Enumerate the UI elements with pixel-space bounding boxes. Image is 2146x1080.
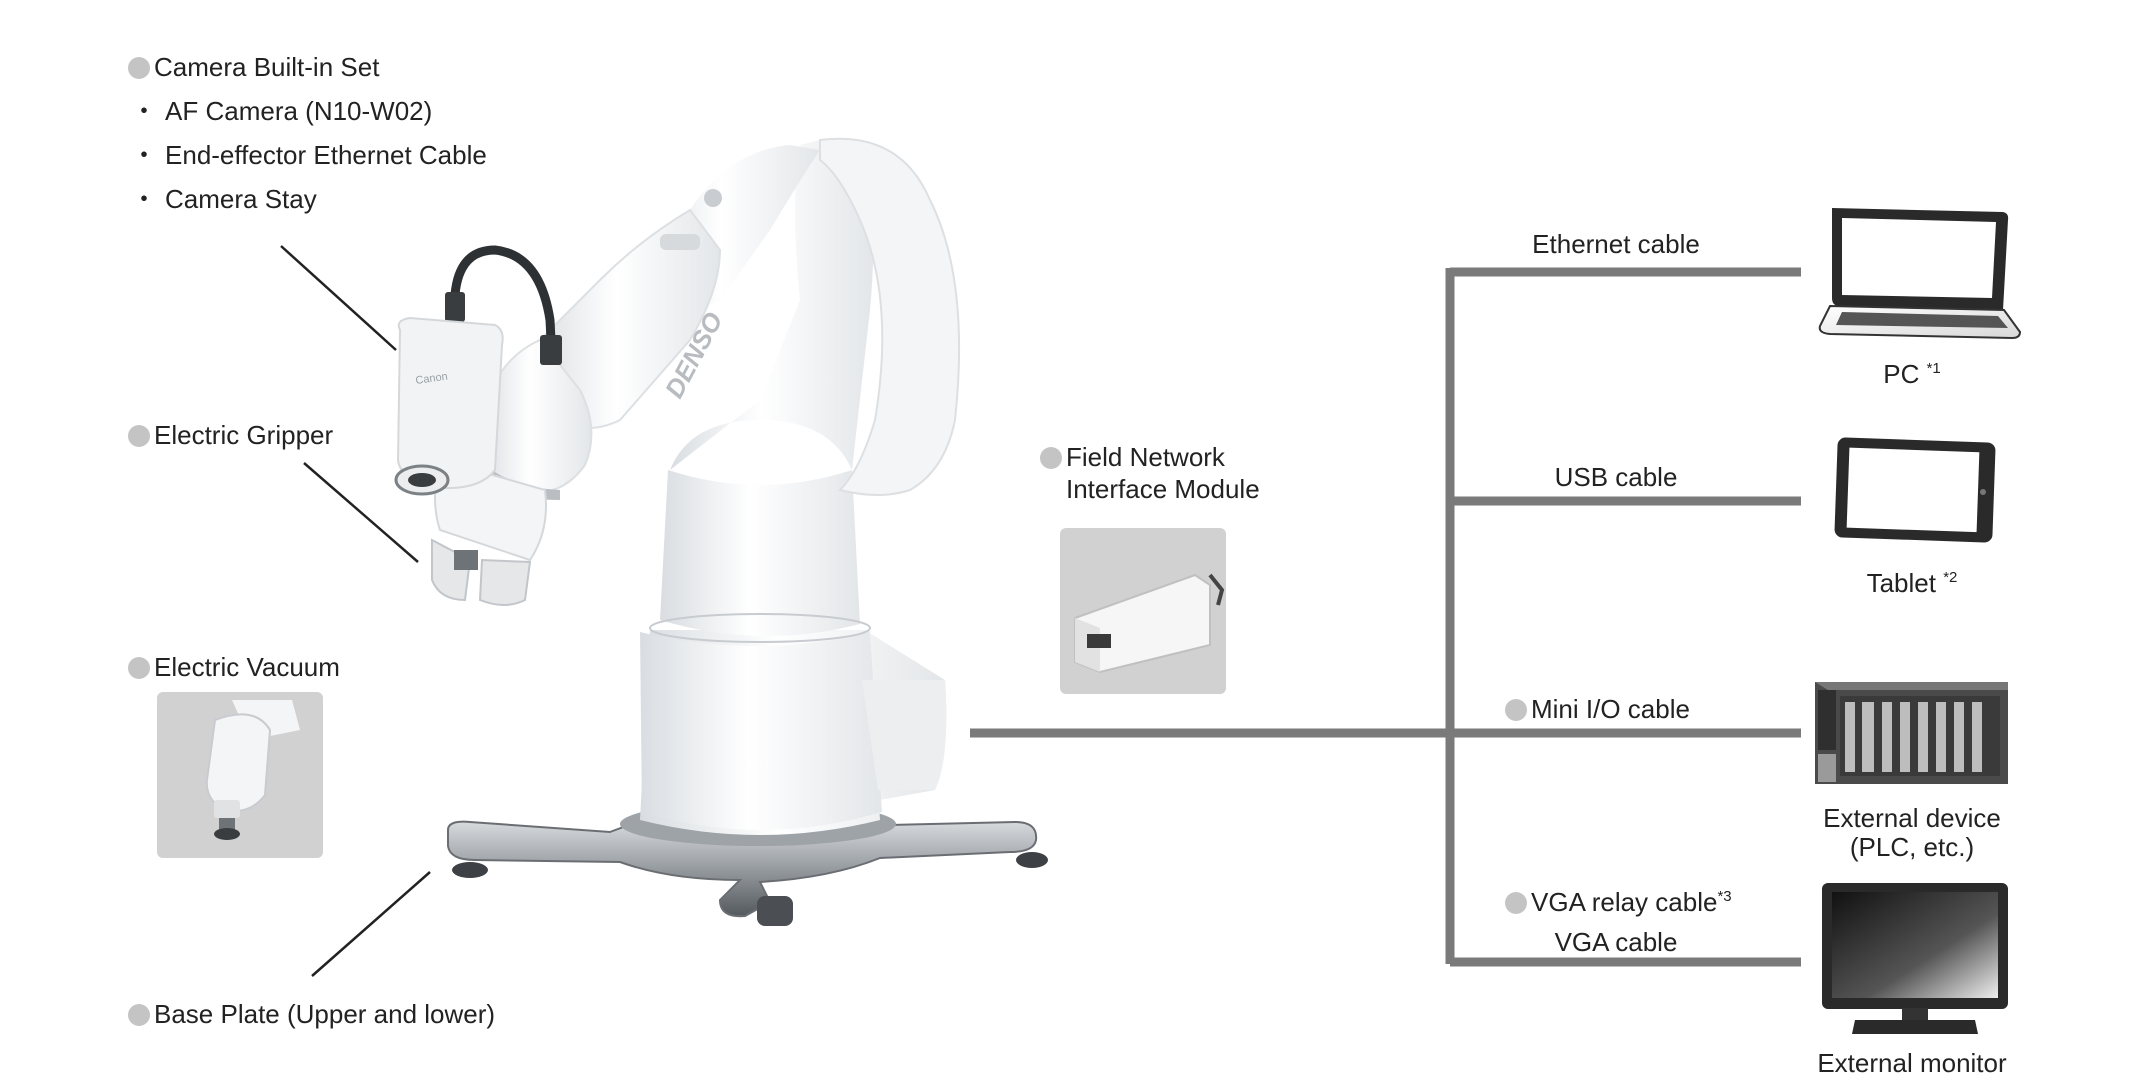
mini-io-cable-label: Mini I/O cable [1505,694,1690,724]
vacuum-photo [157,692,323,858]
upper-arm [670,140,874,470]
module-label-line2: Interface Module [1066,474,1260,504]
leader-gripper [303,462,419,563]
leader-base-plate [311,871,431,977]
vga-cable-label: VGA cable [1554,927,1678,957]
camera-set-item-1: ・AF Camera (N10-W02) [131,96,433,126]
robot-arm: DENSO Canon [394,137,1048,926]
gripper-marker [128,425,150,447]
module-label-line1: Field Network [1066,442,1225,472]
vacuum-marker [128,657,150,679]
plc-device-icon [1815,682,2008,784]
camera-brand-text: Canon [415,371,449,387]
camera-body [396,316,504,490]
tablet-icon [1834,437,1996,543]
base-plate-marker [128,1004,150,1026]
camera-cable [450,245,557,365]
pc-laptop-icon [1818,208,2022,340]
base-foot-left [452,862,488,878]
base-foot-front [757,896,793,926]
module-photo [1060,528,1226,694]
monitor-icon [1822,883,2008,1034]
base-plate-label: Base Plate (Upper and lower) [128,999,495,1029]
pc-label: PC *1 [1883,359,1941,389]
external-monitor-label: External monitor [1817,1048,2007,1078]
ethernet-cable-label: Ethernet cable [1532,229,1700,259]
usb-cable-label: USB cable [1554,462,1678,492]
base-foot-right [1016,852,1048,868]
leader-lines [280,245,431,977]
external-device-label-line2: (PLC, etc.) [1849,832,1975,862]
gripper-label: Electric Gripper [128,420,333,450]
module-marker [1040,447,1062,469]
wiring [970,267,1801,967]
camera-set-item-3: ・Camera Stay [131,184,317,214]
mini-io-marker [1505,699,1527,721]
external-device-label-line1: External device [1823,803,2001,833]
gripper-finger-right [478,558,532,606]
camera-set-marker [128,57,150,79]
camera-set-title: Camera Built-in Set [128,52,379,82]
vga-relay-marker [1505,892,1527,914]
leader-camera [280,245,397,351]
vga-relay-cable-label: VGA relay cable*3 [1505,882,1732,917]
arm-indicator-1 [704,189,722,207]
arm-buttons [660,234,700,250]
vacuum-label: Electric Vacuum [128,652,340,682]
tablet-label: Tablet *2 [1866,568,1958,598]
camera-set-item-2: ・End-effector Ethernet Cable [131,140,487,170]
